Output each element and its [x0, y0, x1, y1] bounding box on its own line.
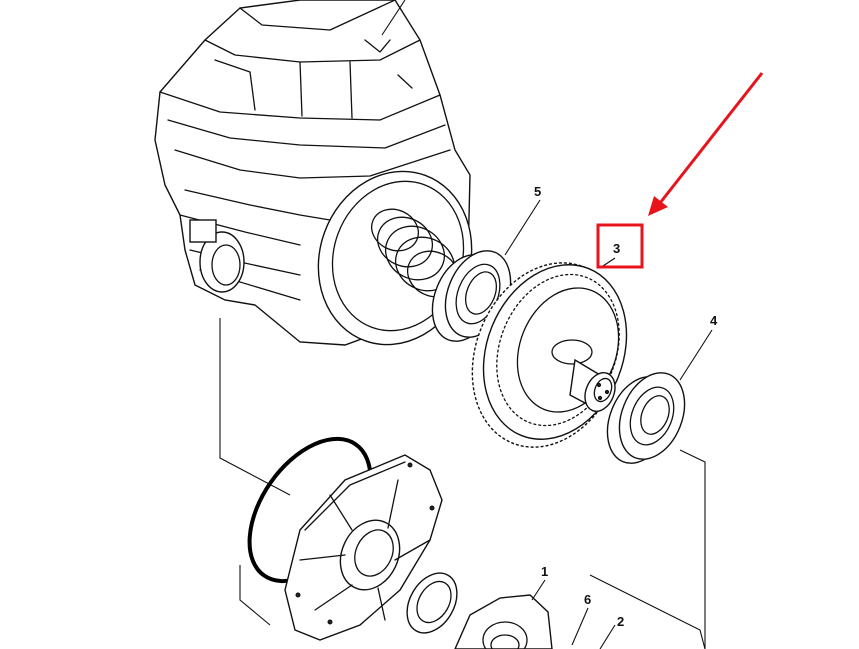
- highlight-annotation: [596, 72, 764, 269]
- part-2-leader: [599, 624, 616, 649]
- callout-label-3: 3: [613, 241, 620, 256]
- callout-labels: 5 3 4 1 6 2: [534, 184, 718, 629]
- assembly-leader-lines: [219, 0, 706, 649]
- callout-label-2: 2: [617, 614, 624, 629]
- flange-1: [454, 579, 553, 649]
- seal-6: [406, 572, 589, 646]
- cover-plate: [284, 454, 443, 641]
- gear-3: [471, 257, 628, 448]
- highlight-arrow: [658, 72, 764, 204]
- arrow-head-icon: [648, 196, 668, 216]
- callout-label-5: 5: [534, 184, 541, 199]
- callout-label-6: 6: [584, 592, 591, 607]
- callout-label-4: 4: [710, 313, 718, 328]
- highlight-box: [596, 223, 644, 269]
- callout-label-1: 1: [541, 564, 548, 579]
- bearing-4: [606, 329, 713, 464]
